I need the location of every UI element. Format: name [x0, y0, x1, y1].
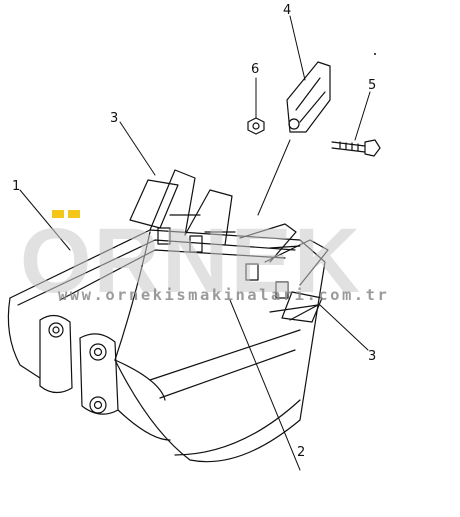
- cutting-edge-teeth: [149, 169, 329, 299]
- watermark-accent-mark: [52, 210, 64, 218]
- watermark-accent-mark: [68, 210, 80, 218]
- leader-lines: [19, 15, 371, 471]
- callout-4: 4: [283, 3, 291, 18]
- callout-2: 2: [297, 445, 305, 460]
- side-cutter-left-plate: [129, 179, 179, 229]
- mounting-bosses: [39, 314, 171, 441]
- bolt-part: [331, 139, 381, 157]
- side-cutter-right-plate: [281, 291, 323, 323]
- callout-6: 6: [251, 62, 259, 77]
- tooth-point-part: [286, 61, 331, 133]
- watermark: ORNEK www.ornekismakinalari.com.tr: [20, 210, 389, 312]
- watermark-url: www.ornekismakinalari.com.tr: [58, 286, 389, 304]
- callout-3-left: 3: [110, 111, 118, 126]
- watermark-brand: ORNEK: [20, 210, 362, 312]
- callout-3-right: 3: [368, 349, 376, 364]
- bucket-body: [7, 229, 326, 463]
- callout-5: 5: [368, 78, 376, 93]
- stray-dot: [374, 53, 376, 55]
- nut-part: [247, 117, 265, 135]
- callout-1: 1: [12, 179, 20, 194]
- callouts: 1 2 3 3 4 5 6: [12, 3, 376, 460]
